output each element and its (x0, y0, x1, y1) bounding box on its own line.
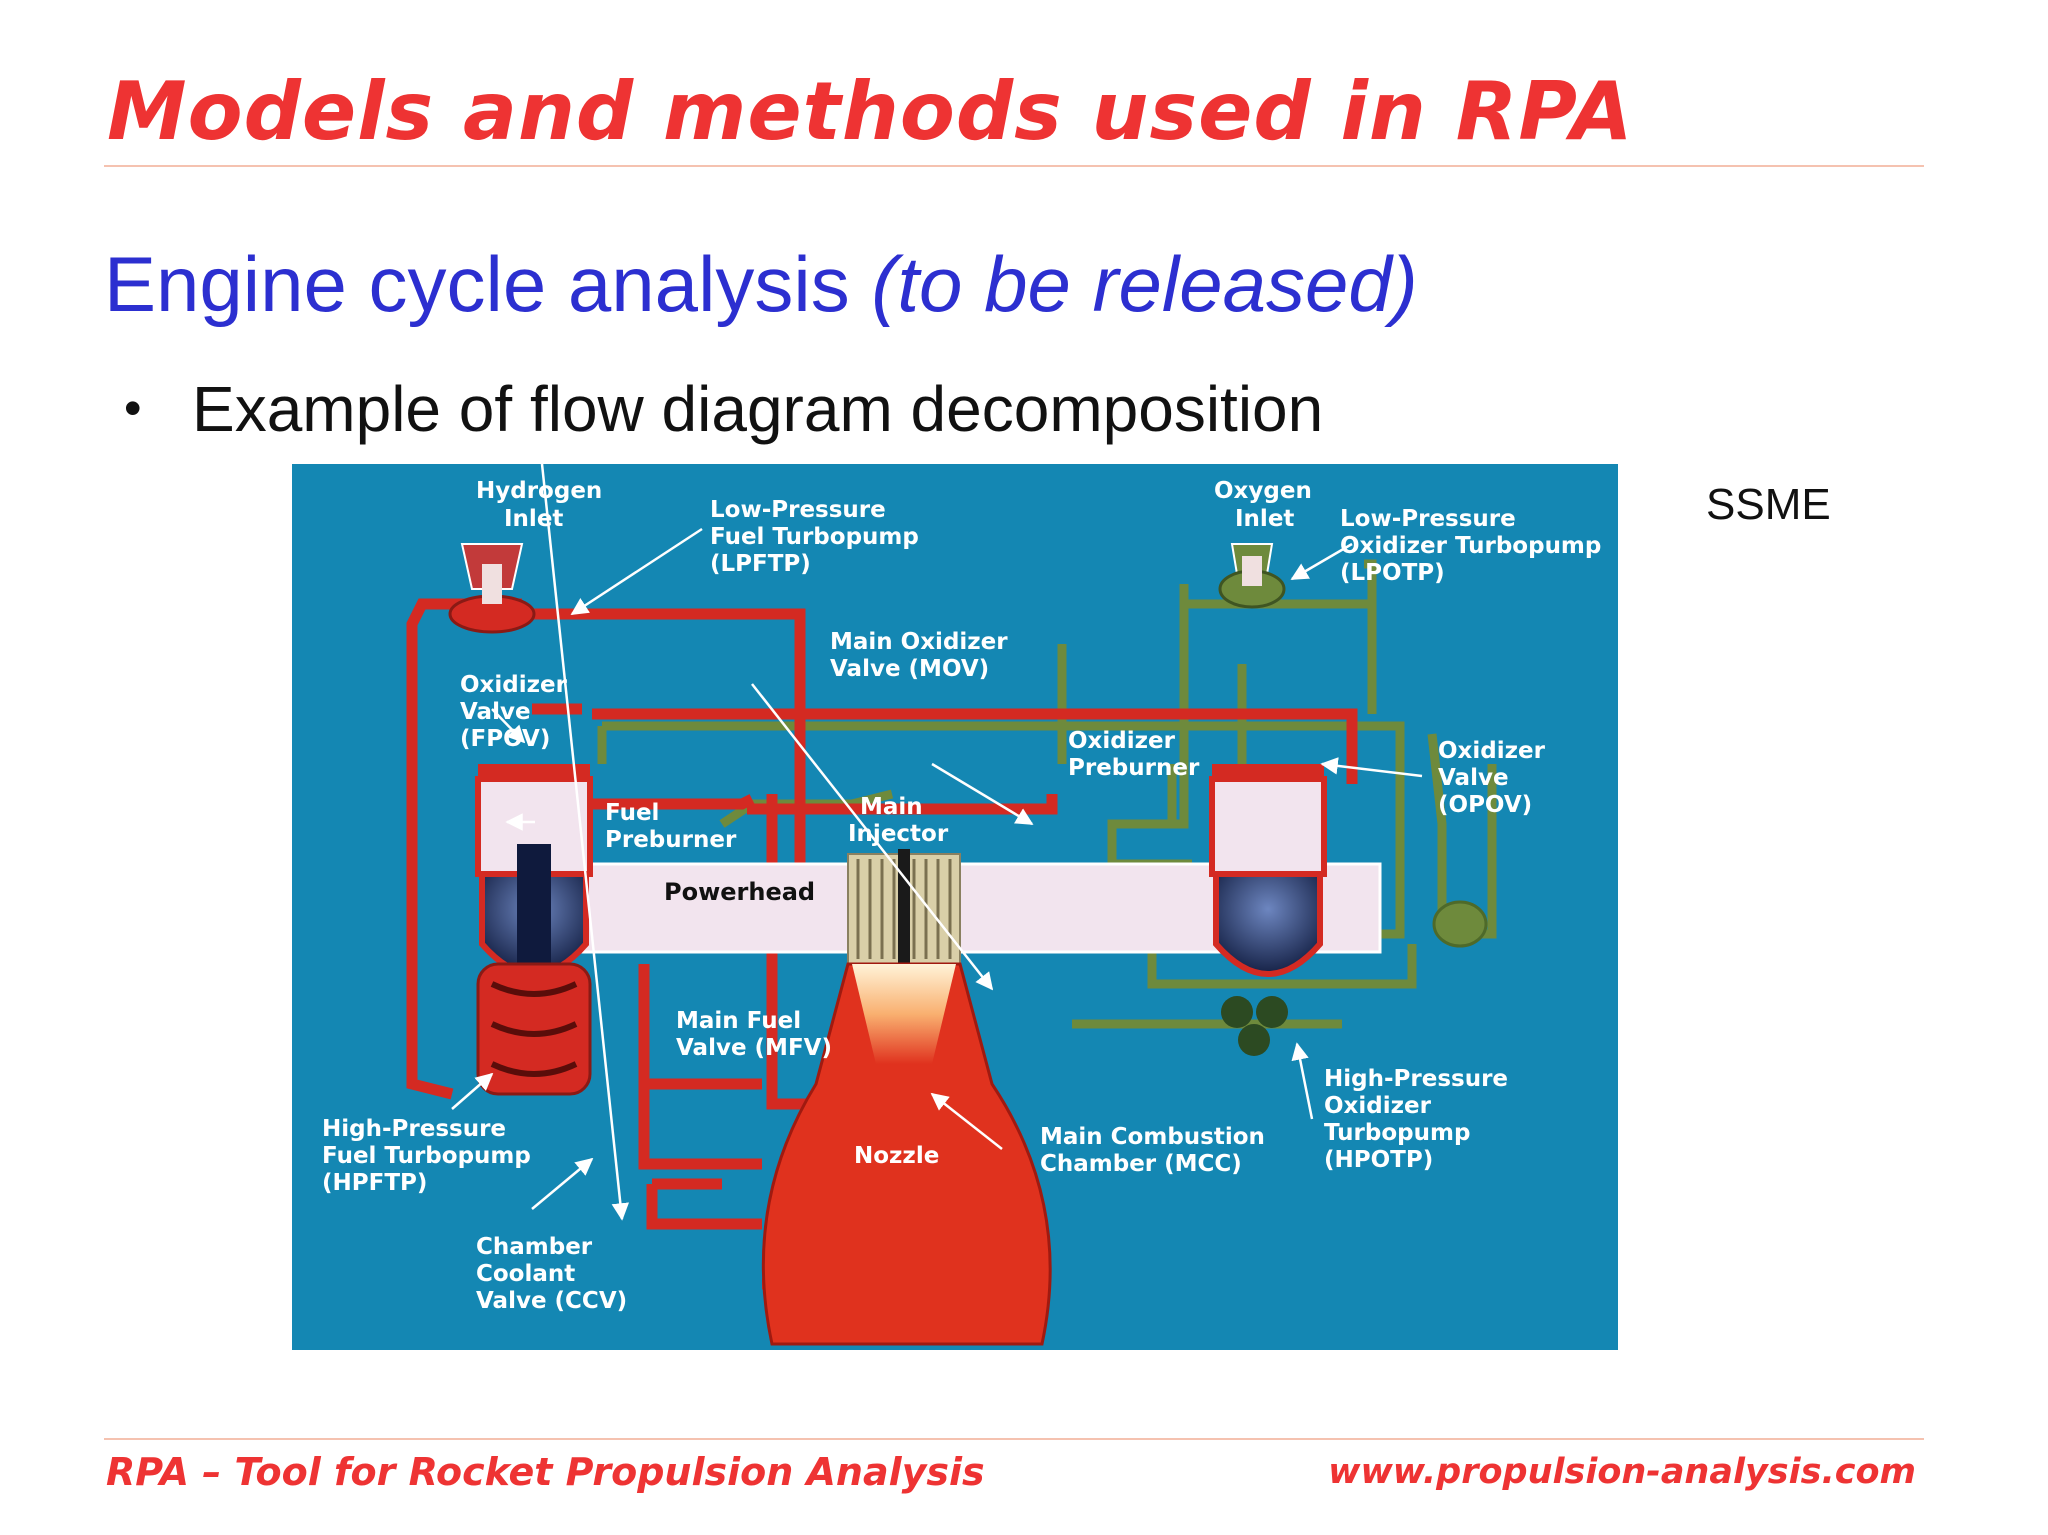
label-hpftp-1: High-Pressure (322, 1116, 506, 1142)
bullet-item: • Example of flow diagram decomposition (124, 368, 1323, 449)
section-subtitle: Engine cycle analysis (to be released) (104, 236, 1418, 332)
label-hpotp-2: Oxidizer (1324, 1093, 1432, 1119)
oxidizer-tank-icon (1432, 900, 1488, 948)
label-hpotp-4: (HPOTP) (1324, 1147, 1433, 1173)
main-injector (847, 849, 961, 969)
fuel-preburner-body (475, 764, 593, 877)
bullet-icon: • (124, 380, 142, 436)
label-hpotp-3: Turbopump (1324, 1120, 1470, 1146)
label-fpov-3: (FPOV) (460, 726, 550, 752)
label-hpotp-1: High-Pressure (1324, 1066, 1508, 1092)
label-fpov-1: Oxidizer (460, 672, 568, 698)
ssme-flow-diagram: Hydrogen Inlet Low-Pressure Fuel Turbopu… (292, 464, 1618, 1350)
label-opov-2: Valve (1438, 765, 1509, 791)
footer-url: www.propulsion-analysis.com (1328, 1452, 1916, 1492)
label-lpotp-1: Low-Pressure (1340, 506, 1516, 532)
label-hydrogen-inlet-2: Inlet (504, 506, 563, 532)
label-lpftp-1: Low-Pressure (710, 497, 886, 523)
bullet-text: Example of flow diagram decomposition (192, 373, 1324, 445)
label-ccv-1: Chamber (476, 1234, 593, 1260)
label-ox-preburner-2: Preburner (1068, 755, 1200, 781)
label-ox-preburner-1: Oxidizer (1068, 728, 1176, 754)
subtitle-italic: (to be released) (871, 240, 1418, 328)
label-opov-1: Oxidizer (1438, 738, 1546, 764)
label-lpotp-3: (LPOTP) (1340, 560, 1445, 586)
nozzle-body (761, 962, 1052, 1346)
label-main-injector-2: Injector (848, 821, 949, 847)
hpftp-body (476, 844, 592, 1096)
label-main-injector-1: Main (860, 794, 923, 820)
label-fpov-2: Valve (460, 699, 531, 725)
label-opov-3: (OPOV) (1438, 792, 1532, 818)
label-mfv-1: Main Fuel (676, 1008, 801, 1034)
label-ccv-2: Coolant (476, 1261, 575, 1287)
lpftp-body (448, 543, 536, 634)
label-mov-2: Valve (MOV) (830, 656, 989, 682)
label-oxygen-inlet-1: Oxygen (1214, 478, 1312, 504)
title-divider (104, 165, 1924, 167)
footer-divider (104, 1438, 1924, 1440)
label-fuel-preburner-1: Fuel (605, 800, 659, 826)
engine-label: SSME (1706, 480, 1831, 529)
label-ccv-3: Valve (CCV) (476, 1288, 627, 1314)
label-nozzle: Nozzle (854, 1143, 939, 1169)
label-fuel-preburner-2: Preburner (605, 827, 737, 853)
oxidizer-preburner-body (1209, 764, 1327, 877)
label-mcc-1: Main Combustion (1040, 1124, 1265, 1150)
label-hpftp-3: (HPFTP) (322, 1170, 427, 1196)
footer-title: RPA – Tool for Rocket Propulsion Analysi… (106, 1450, 985, 1494)
label-lpotp-2: Oxidizer Turbopump (1340, 533, 1601, 559)
label-oxygen-inlet-2: Inlet (1235, 506, 1294, 532)
label-lpftp-2: Fuel Turbopump (710, 524, 919, 550)
label-powerhead: Powerhead (664, 878, 815, 906)
label-mcc-2: Chamber (MCC) (1040, 1151, 1242, 1177)
label-mov-1: Main Oxidizer (830, 629, 1008, 655)
hpotp-body (1213, 871, 1323, 1056)
label-hpftp-2: Fuel Turbopump (322, 1143, 531, 1169)
label-lpftp-3: (LPFTP) (710, 551, 811, 577)
slide-title: Models and methods used in RPA (107, 65, 1634, 158)
pointer-arrows (451, 464, 1423, 1221)
label-hydrogen-inlet-1: Hydrogen (476, 478, 602, 504)
label-mfv-2: Valve (MFV) (676, 1035, 832, 1061)
lpotp-body (1218, 543, 1286, 609)
subtitle-main: Engine cycle analysis (104, 240, 872, 328)
